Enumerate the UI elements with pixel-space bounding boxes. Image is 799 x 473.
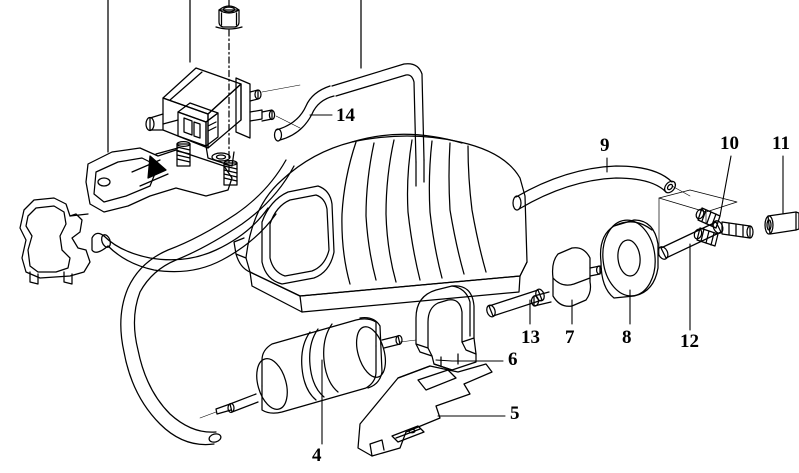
- vacuum-hose-9: [512, 165, 677, 211]
- t-connector: [693, 207, 754, 247]
- callout-label-4: 4: [312, 445, 322, 466]
- callout-label-5: 5: [510, 403, 520, 424]
- vacuum-line-14: [273, 63, 425, 187]
- left-component: [19, 197, 91, 285]
- line-art-group: [19, 0, 799, 457]
- hose-end: [764, 211, 799, 235]
- long-routed-hoses: [91, 159, 295, 446]
- threaded-stud-right: [223, 159, 238, 186]
- solenoid-valve: [145, 67, 276, 167]
- assembly-outline-box: [658, 189, 738, 257]
- rubber-grommet: [599, 219, 659, 299]
- hex-nut: [215, 5, 243, 30]
- callout-label-7: 7: [565, 327, 575, 348]
- callout-label-13: 13: [521, 327, 540, 348]
- threaded-stud-left: [176, 140, 191, 167]
- fuel-filter: [215, 317, 403, 415]
- filter-clamp: [415, 285, 477, 371]
- callout-label-11: 11: [772, 133, 790, 154]
- callout-leaders: [199, 84, 784, 445]
- callout-label-12: 12: [680, 331, 699, 352]
- callout-label-9: 9: [600, 135, 610, 156]
- intake-manifold: [233, 133, 528, 313]
- callout-label-10: 10: [720, 133, 739, 154]
- mounting-plate: [357, 363, 493, 457]
- mounting-bracket: [85, 140, 238, 213]
- callout-label-14: 14: [336, 105, 355, 126]
- callout-label-6: 6: [508, 349, 518, 370]
- callout-label-8: 8: [622, 327, 632, 348]
- top-callout-leaders: [107, 0, 362, 153]
- rubber-mount: [530, 247, 603, 307]
